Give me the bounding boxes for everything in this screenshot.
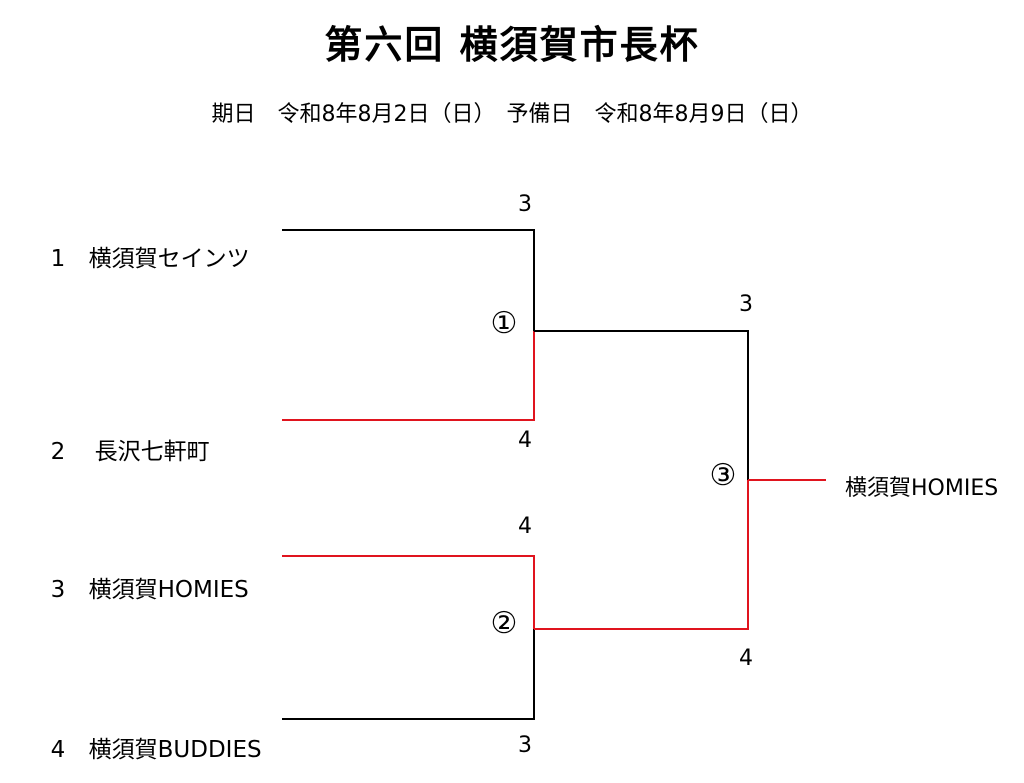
team-name: 横須賀セインツ <box>88 246 250 272</box>
team-entry-2: 2 長沢七軒町 <box>36 406 210 466</box>
team-seed: 3 <box>50 577 66 603</box>
page-title: 第六回 横須賀市長杯 <box>324 23 700 67</box>
team-entry-4: 4 横須賀BUDDIES <box>36 704 262 764</box>
line-team4 <box>282 629 535 720</box>
line-team3 <box>282 555 535 629</box>
team-entry-1: 1 横須賀セインツ <box>36 213 250 273</box>
event-dates: 期日 令和8年8月2日（日） 予備日 令和8年8月9日（日） <box>211 102 813 127</box>
score-match2-top: 4 <box>518 514 532 539</box>
team-name: 長沢七軒町 <box>94 439 210 465</box>
team-seed: 4 <box>50 737 66 763</box>
score-match1-top: 3 <box>518 192 532 217</box>
line-team2 <box>282 331 535 421</box>
score-match2-bottom: 3 <box>518 733 532 758</box>
line-m2-winner <box>534 480 749 630</box>
line-team1 <box>282 229 535 331</box>
match-label-1: ① <box>490 306 518 341</box>
score-match3-top: 3 <box>739 292 753 317</box>
match-label-3: ③ <box>709 458 737 493</box>
score-match1-bottom: 4 <box>518 428 532 453</box>
match-label-2: ② <box>490 606 518 641</box>
team-name: 横須賀BUDDIES <box>88 737 262 763</box>
champion-name: 横須賀HOMIES <box>845 476 999 501</box>
line-m1-winner <box>534 330 749 480</box>
team-name: 横須賀HOMIES <box>88 577 249 603</box>
team-entry-3: 3 横須賀HOMIES <box>36 544 249 604</box>
team-seed: 2 <box>50 439 66 465</box>
team-seed: 1 <box>50 246 66 272</box>
score-match3-bottom: 4 <box>739 646 753 671</box>
